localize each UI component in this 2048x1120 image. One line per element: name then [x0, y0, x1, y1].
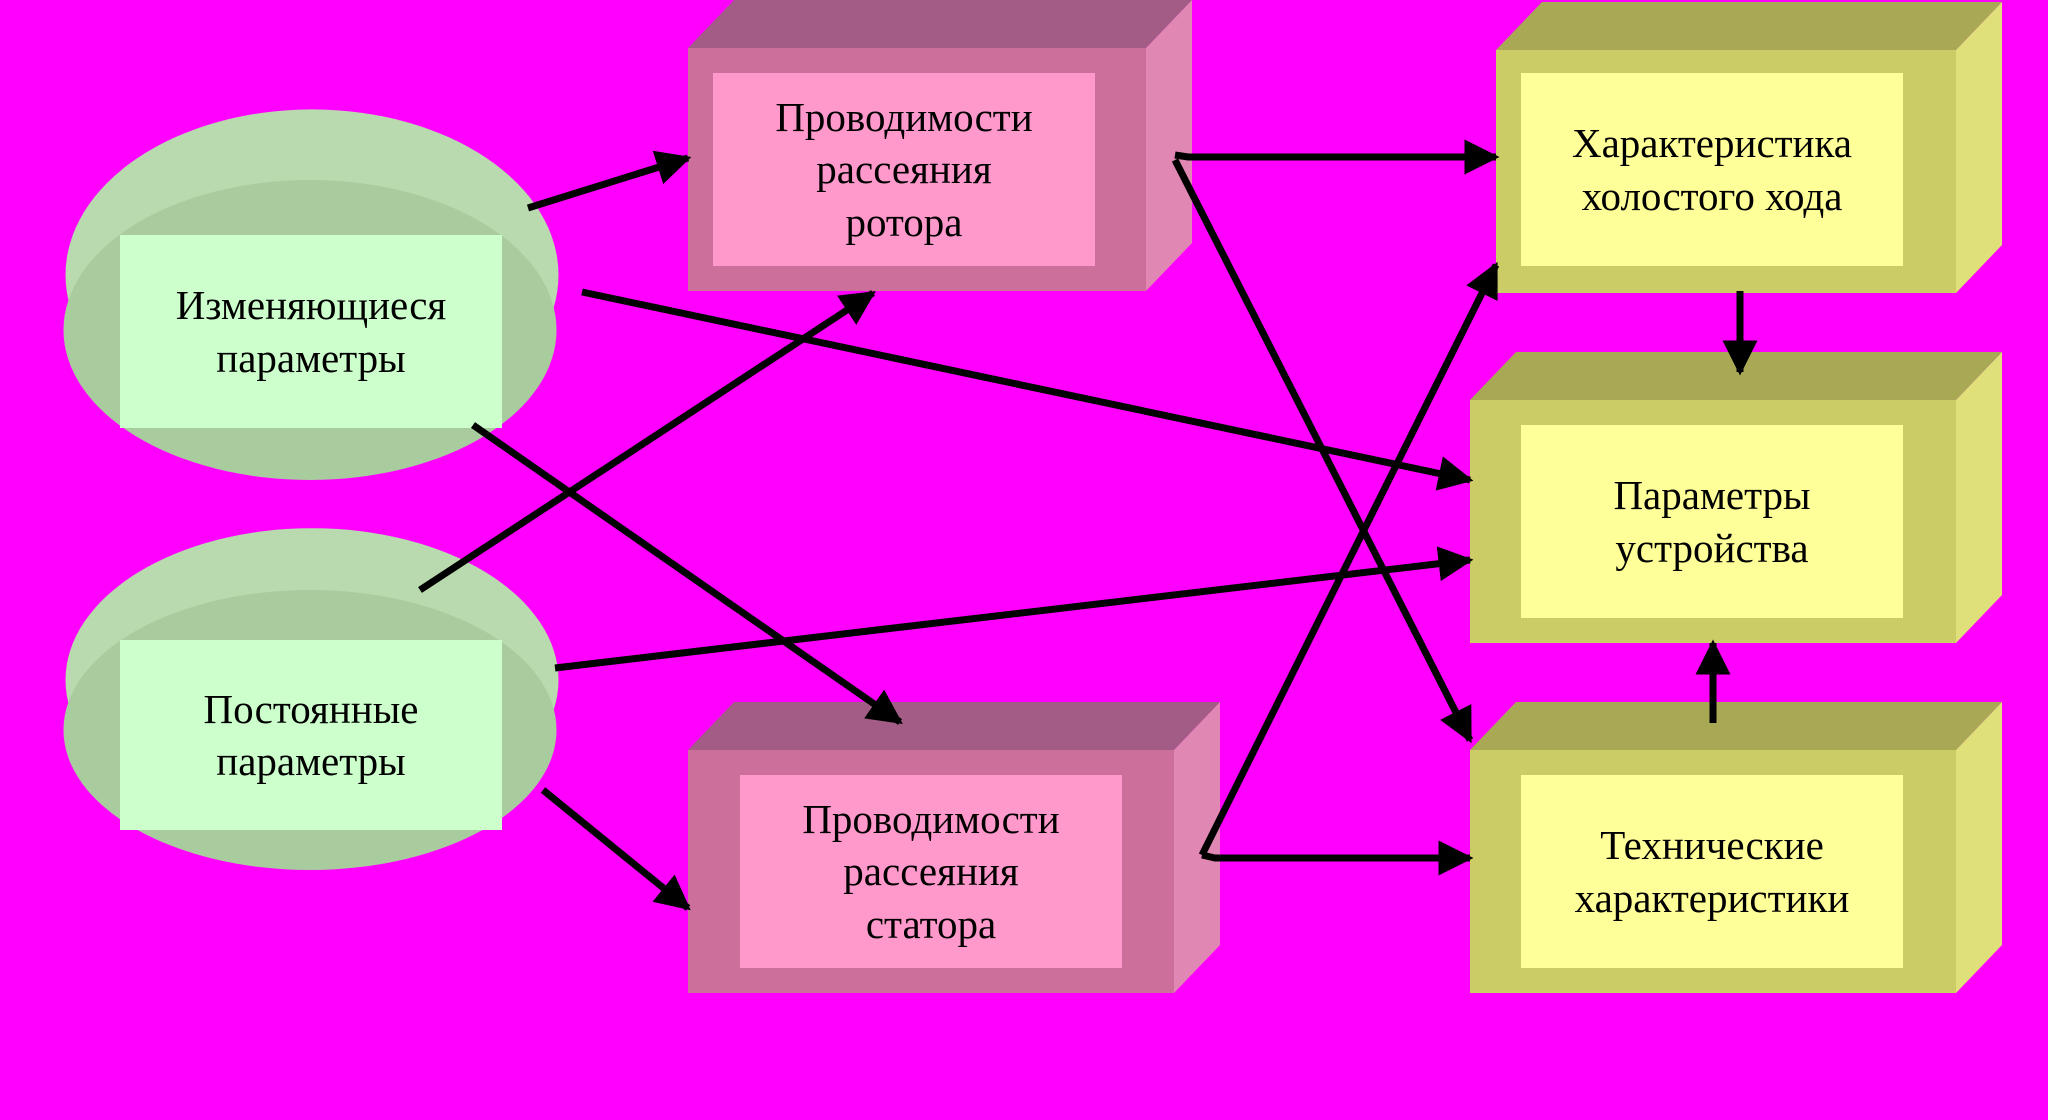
- arrow-constant-params-to-stator-conductance: [540, 787, 691, 911]
- box-side-rotor-conductance: [1146, 0, 1192, 291]
- box-side-stator-conductance: [1174, 702, 1220, 993]
- node-shapes-layer: [63, 0, 2002, 993]
- oval-label-bg-constant-params: [120, 640, 502, 830]
- arrow-rotor-conductance-to-no-load-characteristic: [1174, 139, 1500, 175]
- arrow-changing-params-to-device-parameters: [581, 288, 1474, 491]
- arrow-constant-params-to-device-parameters: [554, 546, 1474, 672]
- box-side-technical-characteristics: [1956, 702, 2002, 993]
- arrow-constant-params-to-rotor-conductance: [418, 290, 876, 593]
- arrows-layer: [418, 139, 1758, 911]
- node-changing-params: Изменяющиеся параметры: [120, 235, 502, 428]
- box-side-no-load-characteristic: [1956, 2, 2002, 293]
- box-inner-stator-conductance: [740, 775, 1122, 968]
- node-label-stator-conductance: Проводимости рассеяния статора: [802, 796, 1060, 947]
- box-top-technical-characteristics: [1470, 702, 2002, 750]
- node-label-rotor-conductance: Проводимости рассеяния ротора: [775, 94, 1033, 245]
- box-inner-rotor-conductance: [713, 73, 1095, 266]
- node-constant-params: Постоянные параметры: [120, 640, 502, 830]
- box-inner-no-load-characteristic: [1521, 73, 1903, 266]
- node-label-changing-params: Изменяющиеся параметры: [175, 282, 447, 381]
- box-top-no-load-characteristic: [1496, 2, 2002, 50]
- node-no-load-characteristic: Характеристика холостого хода: [1521, 73, 1903, 266]
- box-side-device-parameters: [1956, 352, 2002, 643]
- box-top-device-parameters: [1470, 352, 2002, 400]
- node-device-parameters: Параметры устройства: [1521, 425, 1903, 618]
- node-rotor-conductance: Проводимости рассеяния ротора: [713, 73, 1095, 266]
- arrow-changing-params-to-stator-conductance: [471, 422, 903, 725]
- node-label-device-parameters: Параметры устройства: [1613, 472, 1811, 571]
- box-inner-technical-characteristics: [1521, 775, 1903, 968]
- box-top-stator-conductance: [688, 702, 1220, 750]
- arrow-stator-conductance-to-technical-characteristics: [1201, 840, 1474, 876]
- arrow-stator-conductance-to-no-load-characteristic: [1198, 261, 1500, 857]
- oval-label-bg-changing-params: [120, 235, 502, 428]
- box-inner-device-parameters: [1521, 425, 1903, 618]
- arrow-rotor-conductance-to-technical-characteristics: [1171, 158, 1474, 744]
- node-label-technical-characteristics: Технические характеристики: [1574, 822, 1850, 921]
- node-stator-conductance: Проводимости рассеяния статора: [740, 775, 1122, 968]
- box-top-rotor-conductance: [688, 0, 1192, 48]
- arrow-changing-params-to-rotor-conductance: [526, 150, 692, 212]
- node-label-constant-params: Постоянные параметры: [203, 685, 419, 784]
- node-label-no-load-characteristic: Характеристика холостого хода: [1572, 120, 1852, 219]
- node-technical-characteristics: Технические характеристики: [1521, 775, 1903, 968]
